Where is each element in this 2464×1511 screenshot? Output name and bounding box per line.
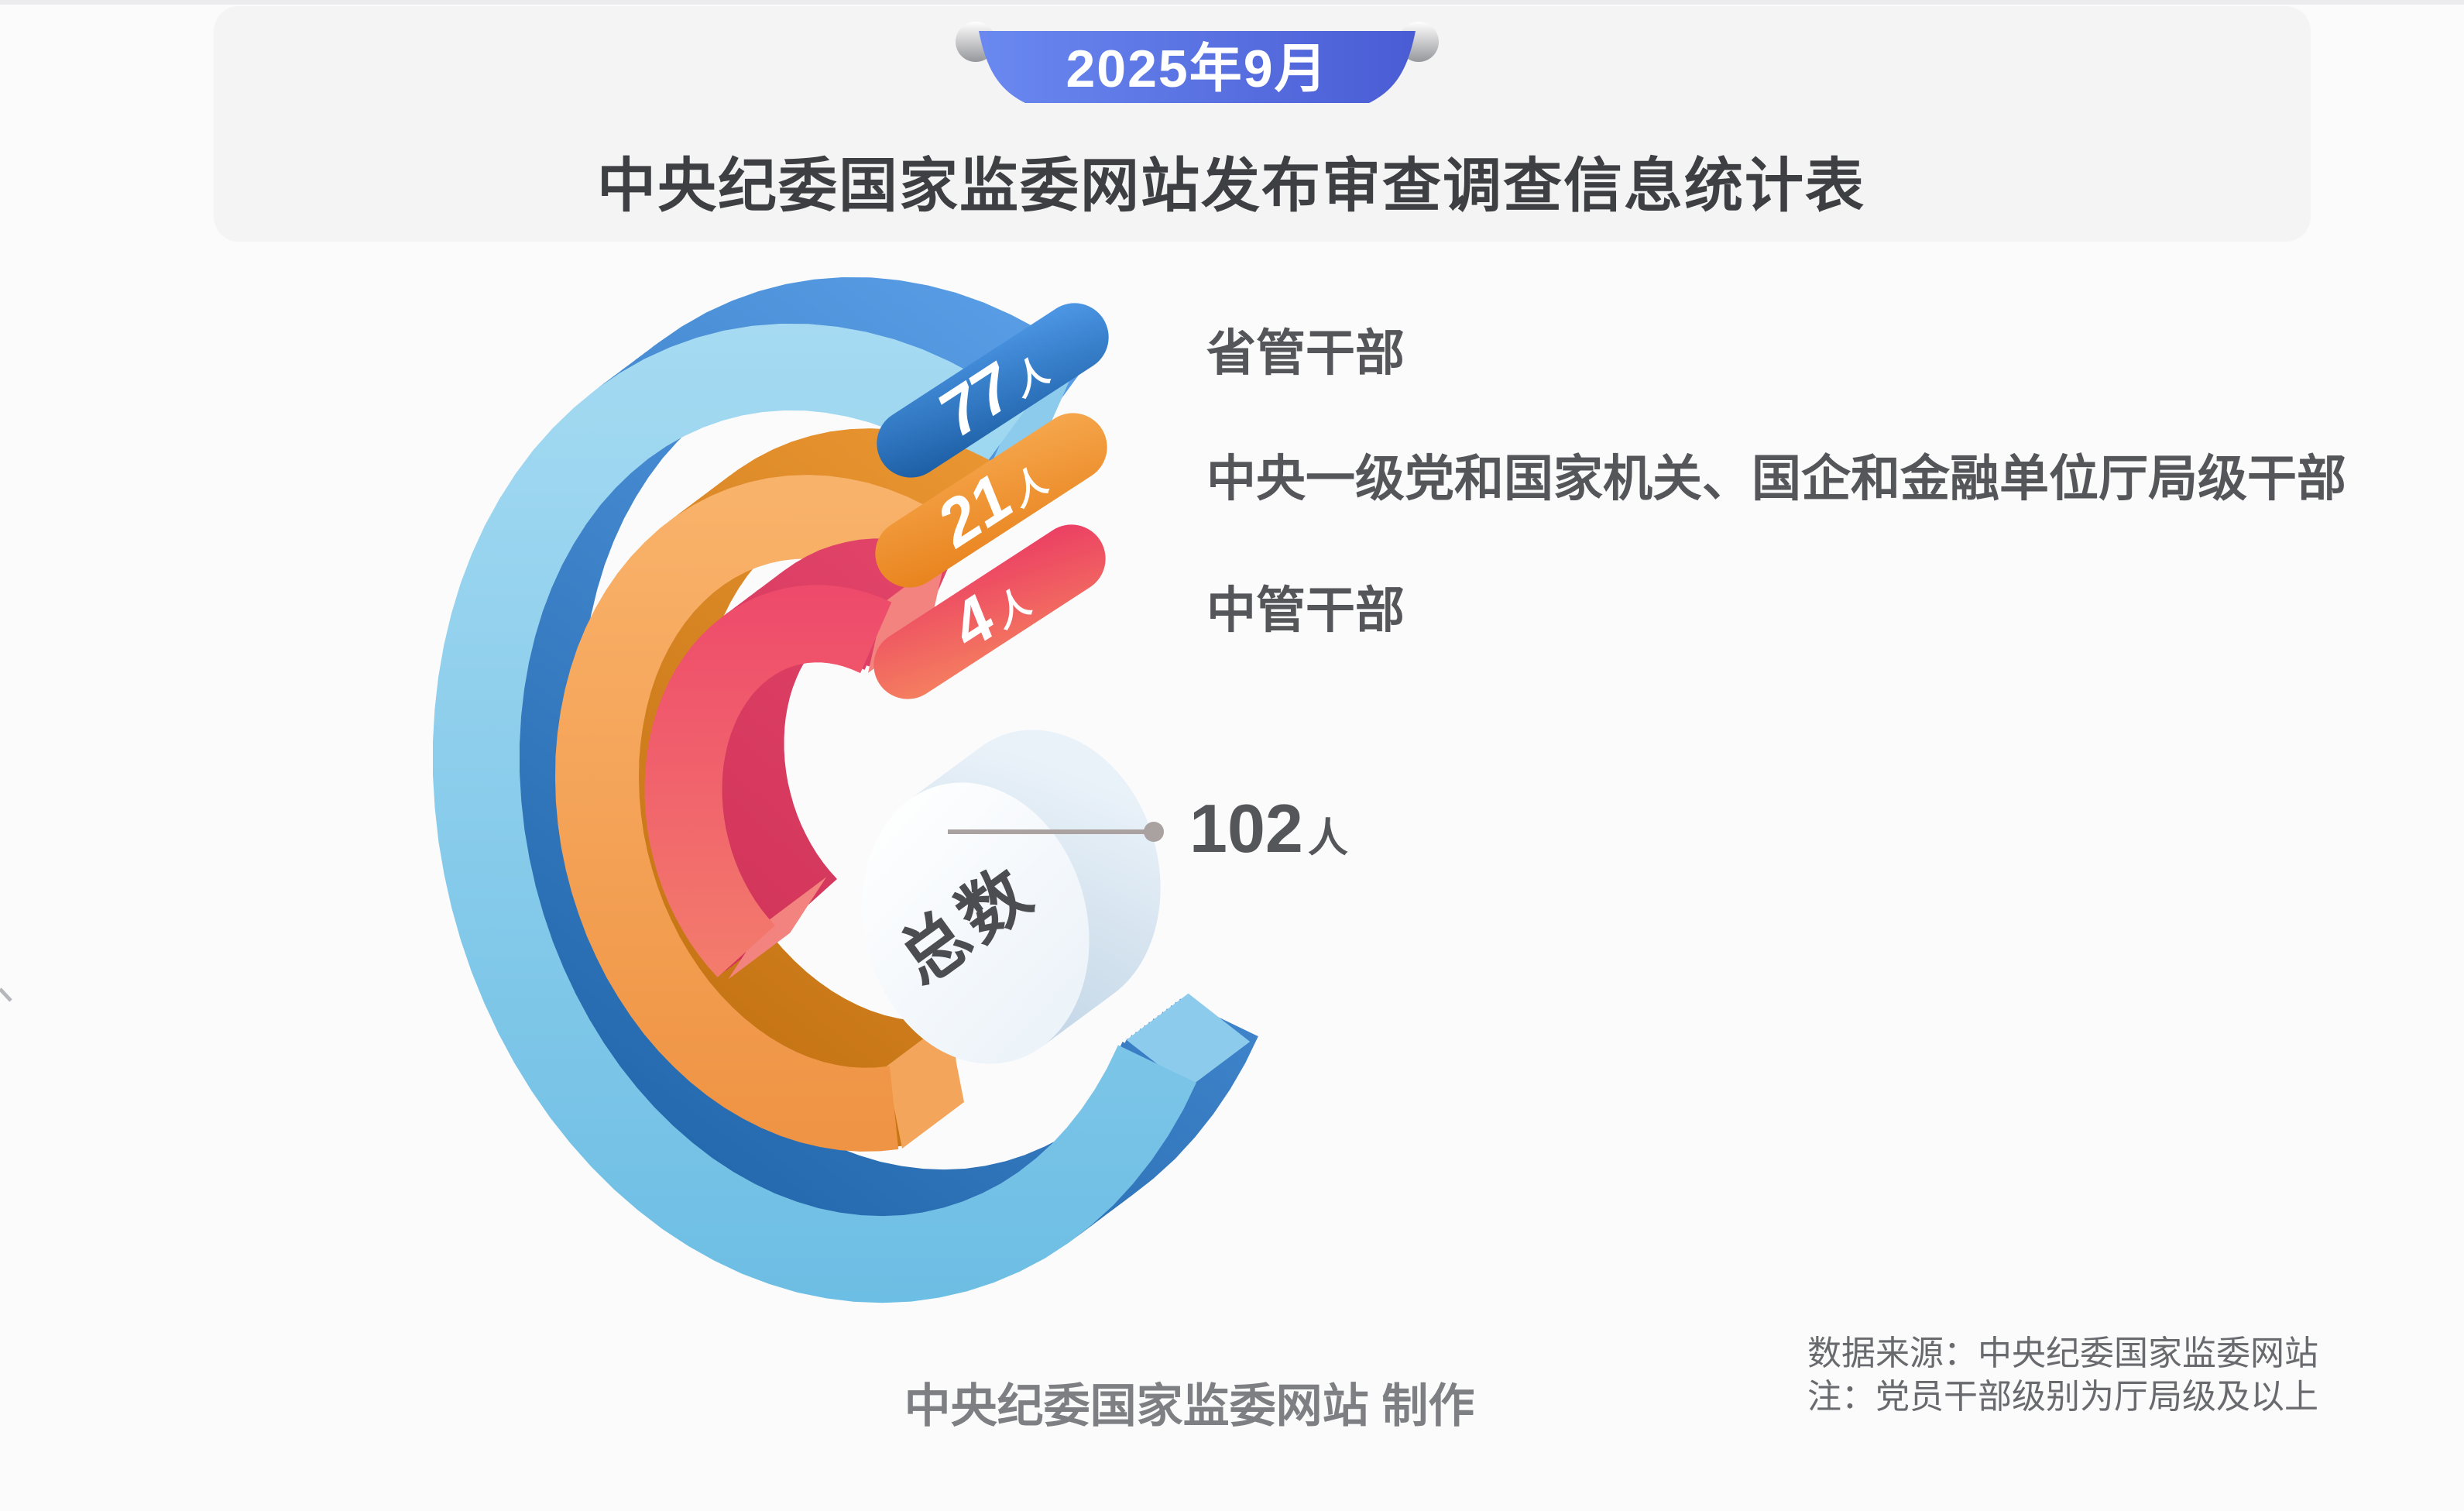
total-cylinder-front	[862, 782, 1090, 1064]
ring-segment	[433, 323, 1196, 1303]
category-label-2: 中央一级党和国家机关、国企和金融单位厅局级干部	[1206, 451, 2346, 507]
pill-shape	[875, 413, 1107, 588]
ring-3d-chart	[433, 276, 1258, 1303]
pill-shape	[873, 524, 1106, 699]
page-title: 中央纪委国家监委网站发布审查调查信息统计表	[597, 153, 1865, 219]
total-connector-dot	[1144, 822, 1164, 842]
ring-end-cap	[728, 877, 827, 980]
date-badge-label: 2025年9月	[1066, 39, 1328, 98]
value-pill-red: 4人	[873, 524, 1106, 699]
category-label-3: 中管干部	[1206, 582, 1405, 638]
left-edge-tick	[0, 987, 12, 1002]
pill-shape	[877, 303, 1109, 478]
cadre-level-note: 注：党员干部级别为厅局级及以上	[1807, 1378, 2318, 1416]
ring-segment	[554, 475, 944, 1152]
producer-credit: 中央纪委国家监委网站 制作	[904, 1380, 1475, 1432]
data-source-note: 数据来源：中央纪委国家监委网站	[1807, 1334, 2318, 1372]
top-hairline	[0, 0, 2464, 5]
category-label-1: 省管干部	[1206, 325, 1405, 381]
header-panel	[214, 6, 2311, 242]
date-ribbon	[979, 31, 1416, 103]
ring-segment	[644, 585, 892, 977]
ring-end-cap	[1126, 993, 1251, 1088]
